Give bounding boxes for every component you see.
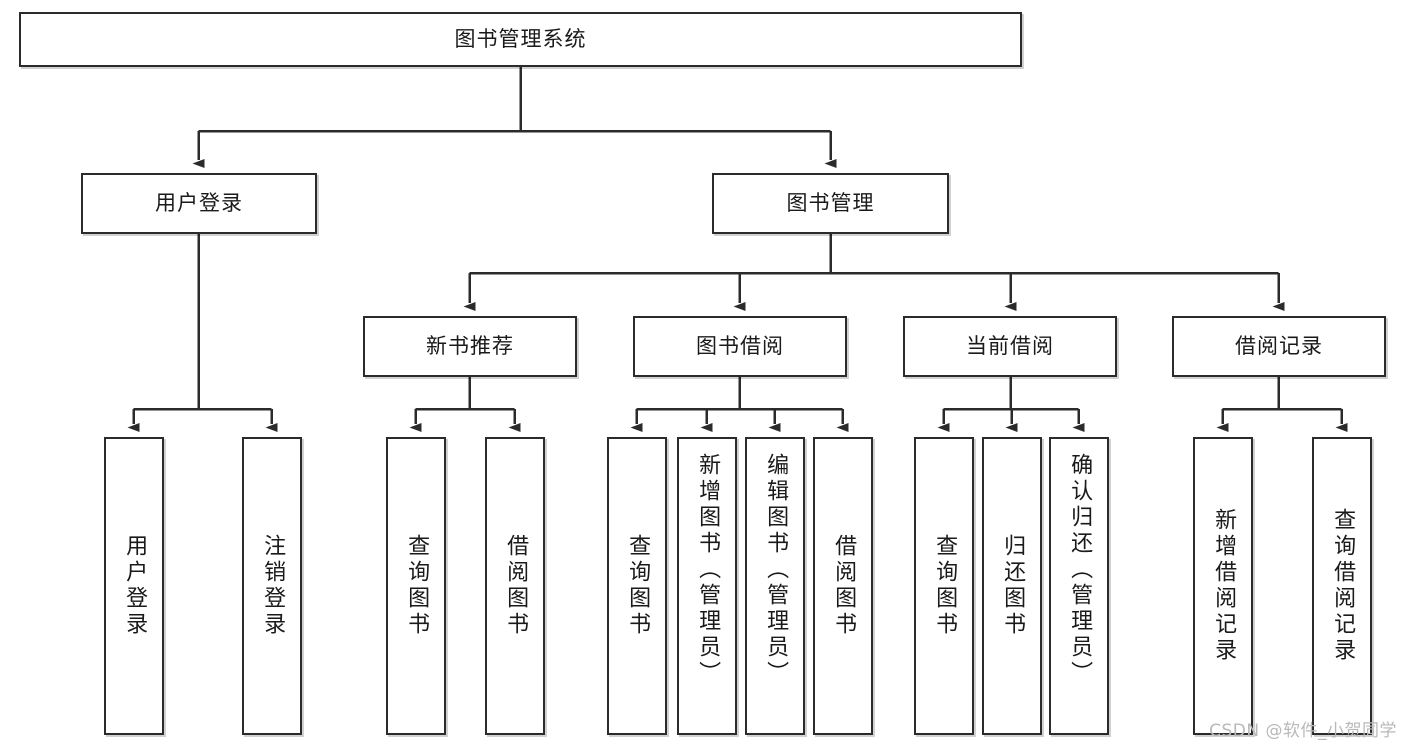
watermark-credit: CSDN @软件_小贺同学 — [1209, 721, 1397, 741]
node-root-system-label: 图书管理系统 — [454, 26, 587, 51]
node-leaf-borrow-book-1[interactable]: 借阅图书 — [485, 437, 545, 735]
node-leaf-edit-book-label: 编辑图书（管理员） — [763, 453, 789, 687]
node-leaf-user-logout-label: 注销登录 — [260, 534, 286, 638]
node-user-login[interactable]: 用户登录 — [81, 173, 317, 234]
node-leaf-edit-book[interactable]: 编辑图书（管理员） — [745, 437, 805, 735]
node-current-borrow-label: 当前借阅 — [966, 333, 1054, 358]
node-new-book-recommend[interactable]: 新书推荐 — [363, 316, 577, 377]
node-leaf-user-login[interactable]: 用户登录 — [104, 437, 164, 735]
node-leaf-query-record[interactable]: 查询借阅记录 — [1312, 437, 1372, 735]
node-leaf-query-book-1-label: 查询图书 — [404, 534, 430, 638]
node-root-system[interactable]: 图书管理系统 — [19, 12, 1022, 67]
node-book-manage[interactable]: 图书管理 — [712, 173, 949, 234]
node-book-borrow-label: 图书借阅 — [696, 333, 784, 358]
node-leaf-user-logout[interactable]: 注销登录 — [242, 437, 302, 735]
node-borrow-record[interactable]: 借阅记录 — [1172, 316, 1386, 377]
node-book-borrow[interactable]: 图书借阅 — [633, 316, 847, 377]
node-leaf-borrow-book-2-label: 借阅图书 — [831, 534, 857, 638]
node-leaf-borrow-book-2[interactable]: 借阅图书 — [813, 437, 873, 735]
node-leaf-query-book-2-label: 查询图书 — [625, 534, 651, 638]
node-current-borrow[interactable]: 当前借阅 — [903, 316, 1117, 377]
node-leaf-query-book-3[interactable]: 查询图书 — [914, 437, 974, 735]
node-leaf-add-book-label: 新增图书（管理员） — [695, 453, 721, 687]
node-leaf-add-record[interactable]: 新增借阅记录 — [1193, 437, 1253, 735]
node-user-login-label: 用户登录 — [155, 190, 243, 215]
node-leaf-user-login-label: 用户登录 — [122, 534, 148, 638]
node-borrow-record-label: 借阅记录 — [1235, 333, 1323, 358]
node-leaf-confirm-return-label: 确认归还（管理员） — [1067, 453, 1093, 687]
node-leaf-query-book-1[interactable]: 查询图书 — [386, 437, 446, 735]
node-leaf-confirm-return[interactable]: 确认归还（管理员） — [1049, 437, 1109, 735]
node-book-manage-label: 图书管理 — [786, 190, 875, 215]
node-leaf-query-record-label: 查询借阅记录 — [1330, 508, 1356, 664]
node-leaf-return-book-label: 归还图书 — [1000, 534, 1026, 638]
node-leaf-add-record-label: 新增借阅记录 — [1211, 508, 1237, 664]
node-leaf-query-book-3-label: 查询图书 — [932, 534, 958, 638]
node-leaf-return-book[interactable]: 归还图书 — [982, 437, 1042, 735]
node-leaf-add-book[interactable]: 新增图书（管理员） — [677, 437, 737, 735]
node-new-book-recommend-label: 新书推荐 — [426, 333, 514, 358]
node-leaf-query-book-2[interactable]: 查询图书 — [607, 437, 667, 735]
node-leaf-borrow-book-1-label: 借阅图书 — [503, 534, 529, 638]
